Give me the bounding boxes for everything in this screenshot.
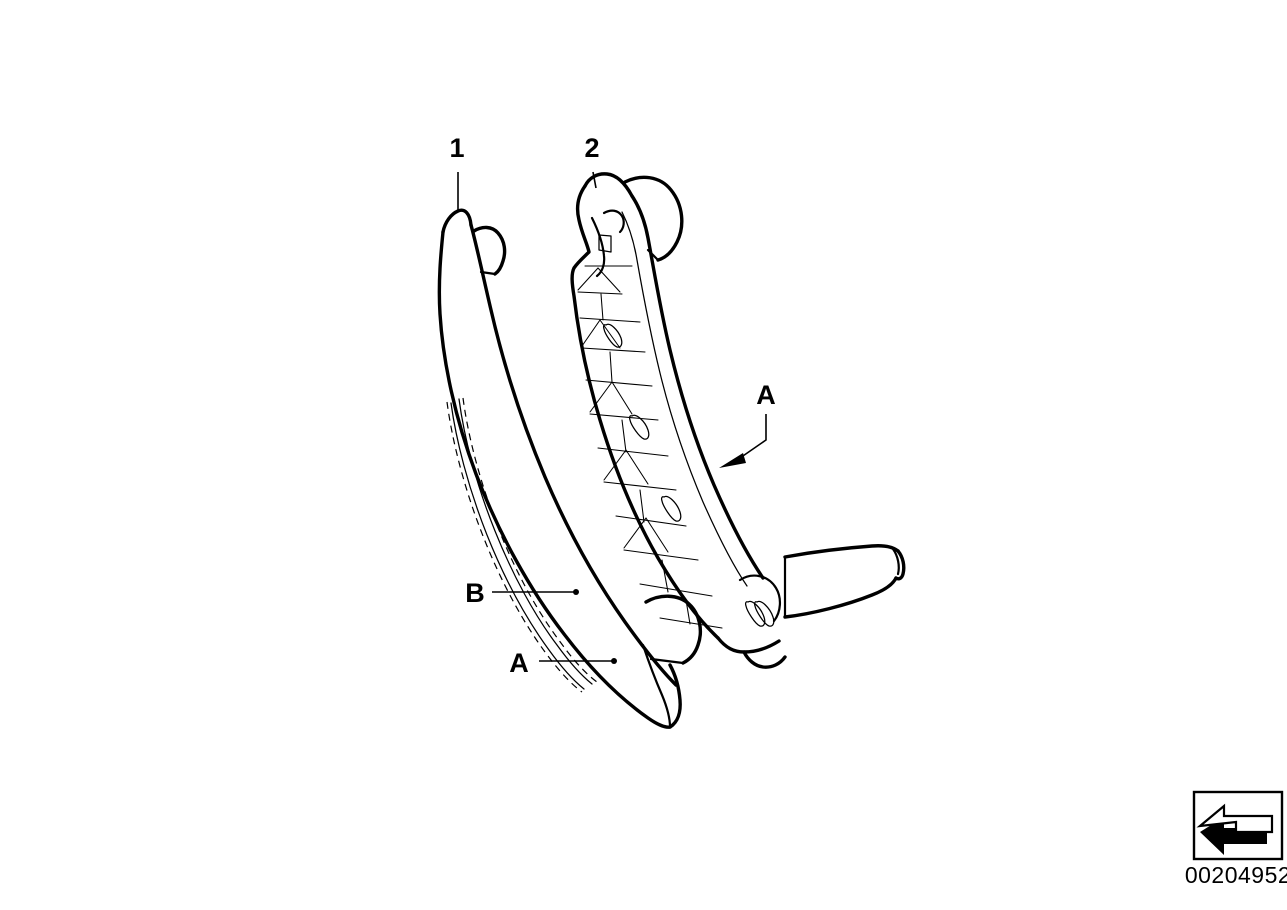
part-1-bottom-lug xyxy=(644,594,702,665)
part-1-trim-strip-outer xyxy=(450,402,585,690)
bmw-3d-arrow-icon xyxy=(1196,803,1274,855)
part-2-top-knob-base xyxy=(646,248,660,262)
part-2-inner-right-edge xyxy=(630,194,765,580)
part-2-spine-inner-line xyxy=(621,211,748,587)
arrow-slab xyxy=(1200,817,1267,855)
part-2-oval-slot xyxy=(602,323,623,348)
part-1-stitch-line-lower xyxy=(462,397,598,683)
part-2-rib-line xyxy=(659,617,723,629)
callout-a-right-leader xyxy=(739,414,767,459)
part-2-rib-line xyxy=(581,319,601,347)
logo-block: 00204952 xyxy=(1185,790,1287,888)
part-2-rib-line xyxy=(661,559,669,593)
part-2-rib-line xyxy=(597,267,621,293)
part-2-slot-group xyxy=(602,323,775,627)
part-2-rib-line xyxy=(615,515,687,527)
part-2-rib-line xyxy=(625,449,649,485)
callout-a-right-arrowhead xyxy=(719,453,746,468)
part-2-stub-cap-ring xyxy=(891,547,900,576)
part-2-outer-left-edge xyxy=(570,184,720,640)
part-2-rib-line xyxy=(577,291,623,295)
part-2-oval-slot xyxy=(628,414,650,440)
part-2-lower-bracket-foot xyxy=(742,650,787,669)
callout-label-item-2: 2 xyxy=(584,133,599,163)
part-1-top-lug xyxy=(472,225,507,276)
callout-2-leader xyxy=(592,171,597,189)
part-2-stub-cap xyxy=(894,549,906,581)
part-2-oval-slot xyxy=(660,495,682,522)
part-1-tail-inner xyxy=(641,643,672,729)
part-2-rib-line xyxy=(621,419,627,453)
arrow-top-face xyxy=(1196,803,1274,834)
part-1-top-lug-base xyxy=(479,270,497,276)
part-2-grab-handle-carrier xyxy=(570,172,906,669)
part-2-rib-line xyxy=(585,379,653,387)
part-2-stub-top-edge xyxy=(783,544,900,559)
callout-label-item-1: 1 xyxy=(449,133,464,163)
logo-part-number: 00204952 xyxy=(1185,862,1287,888)
part-2-rib-line xyxy=(599,319,621,349)
part-2-head-aperture xyxy=(598,234,612,253)
part-2-rib-line xyxy=(600,293,604,321)
part-2-rib-line xyxy=(577,267,599,291)
part-2-rib-line xyxy=(685,599,691,625)
part-2-rib-line xyxy=(581,347,646,353)
part-2-rib-line xyxy=(579,317,641,323)
part-2-rib-line xyxy=(597,447,669,457)
part-2-head-inner-hook xyxy=(602,209,625,234)
part-2-rib-line xyxy=(603,449,627,481)
part-2-rib-line xyxy=(603,481,677,491)
part-2-rib-line xyxy=(623,517,647,549)
part-1-stitch-line-upper xyxy=(446,401,583,693)
part-2-rib-line xyxy=(623,549,699,561)
part-2-rib-line xyxy=(611,381,633,415)
callout-label-detail-a-right: A xyxy=(756,380,776,410)
part-2-rib-line xyxy=(639,583,713,597)
callout-label-detail-a-left: A xyxy=(509,648,529,678)
part-2-rib-structure xyxy=(577,265,723,629)
part-2-bracket-inner-curve xyxy=(738,574,781,623)
part-1-tail-outer xyxy=(668,663,682,729)
part-1-grab-handle-trimmed xyxy=(437,208,702,729)
part-2-bracket-slot xyxy=(744,600,766,627)
part-2-lower-bracket-outline xyxy=(716,636,781,654)
part-2-top-knob xyxy=(623,175,684,262)
callout-label-detail-b-left: B xyxy=(465,578,485,608)
part-2-rib-line xyxy=(589,413,659,421)
part-2-top-hook xyxy=(583,172,634,198)
part-2-rib-line xyxy=(639,489,645,523)
part-2-rib-line xyxy=(609,351,613,383)
part-2-rib-line xyxy=(589,381,613,413)
part-1-inner-edge xyxy=(469,223,678,687)
part-1-outer-edge xyxy=(437,230,672,729)
part-1-bottom-lug-base xyxy=(649,657,685,665)
callout-b-left-dot xyxy=(573,589,579,595)
callout-a-left-dot xyxy=(611,658,617,664)
part-2-rib-line xyxy=(645,517,669,553)
part-1-top-cap xyxy=(441,208,473,234)
part-1-trim-strip-inner xyxy=(458,398,593,685)
part-2-head-inner-curve xyxy=(590,216,606,278)
part-2-stub-bottom-edge xyxy=(783,576,898,619)
